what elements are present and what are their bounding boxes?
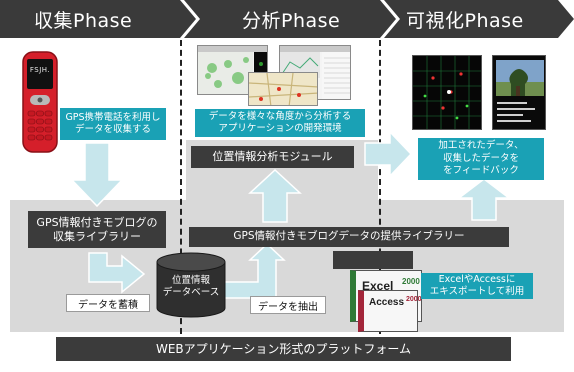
excel-product-name: Excel [362,279,394,293]
access-product-box: Access 2000 [358,290,422,332]
gps-collect-note: GPS携帯電話を利用し データを収集する [60,108,166,140]
database-icon [156,252,226,318]
phase-chevron-collect [0,0,196,38]
web-platform-bar: WEBアプリケーション形式のプラットフォーム [56,337,511,361]
access-product-version: 2000 [406,296,422,303]
access-product-name: Access [369,297,405,308]
store-data-tag: データを蓄積 [66,294,150,312]
visualize-radar-screenshot [412,55,482,130]
feedback-note: 加工されたデータ、 収集したデータを をフィードバック [418,138,544,180]
phase-label-collect: 収集Phase [34,10,133,32]
provide-library: GPS情報付きモブログデータの提供ライブラリー [189,227,509,247]
arrow-from-database [221,242,286,299]
database-label: 位置情報 データベース [162,275,220,299]
arrow-down-collect [70,142,124,208]
arrow-right-visualize [364,130,413,178]
phase-header [0,0,574,38]
arrow-to-database [88,252,146,294]
phase-divider-left [180,40,182,334]
excel-product-version: 2000 [402,277,420,286]
phase-divider-right [379,40,381,334]
visualize-photo-screenshot [492,55,546,130]
phone-display-text: FSJH. [29,66,51,74]
extract-data-tag: データを抽出 [250,296,326,314]
collect-library: GPS情報付きモブログの 収集ライブラリー [28,211,166,248]
arrow-up-feedback [456,178,512,221]
phase-chevron-analysis [184,0,396,38]
arrow-up-module [248,168,302,223]
location-analysis-module: 位置情報分析モジュール [191,146,354,168]
dev-environment-note: データを様々な角度から分析する アプリケーションの開発環境 [195,109,365,137]
phase-chevron-visualize [384,0,574,38]
phase-label-analysis: 分析Phase [242,10,341,32]
analysis-street-map-screenshot [248,72,318,106]
export-connector [333,251,413,269]
gps-phone-icon [22,51,58,153]
analysis-map-screenshot [197,45,268,95]
phase-label-visualize: 可視化Phase [406,10,524,32]
export-note: ExcelやAccessに エキスポートして利用 [421,273,533,299]
